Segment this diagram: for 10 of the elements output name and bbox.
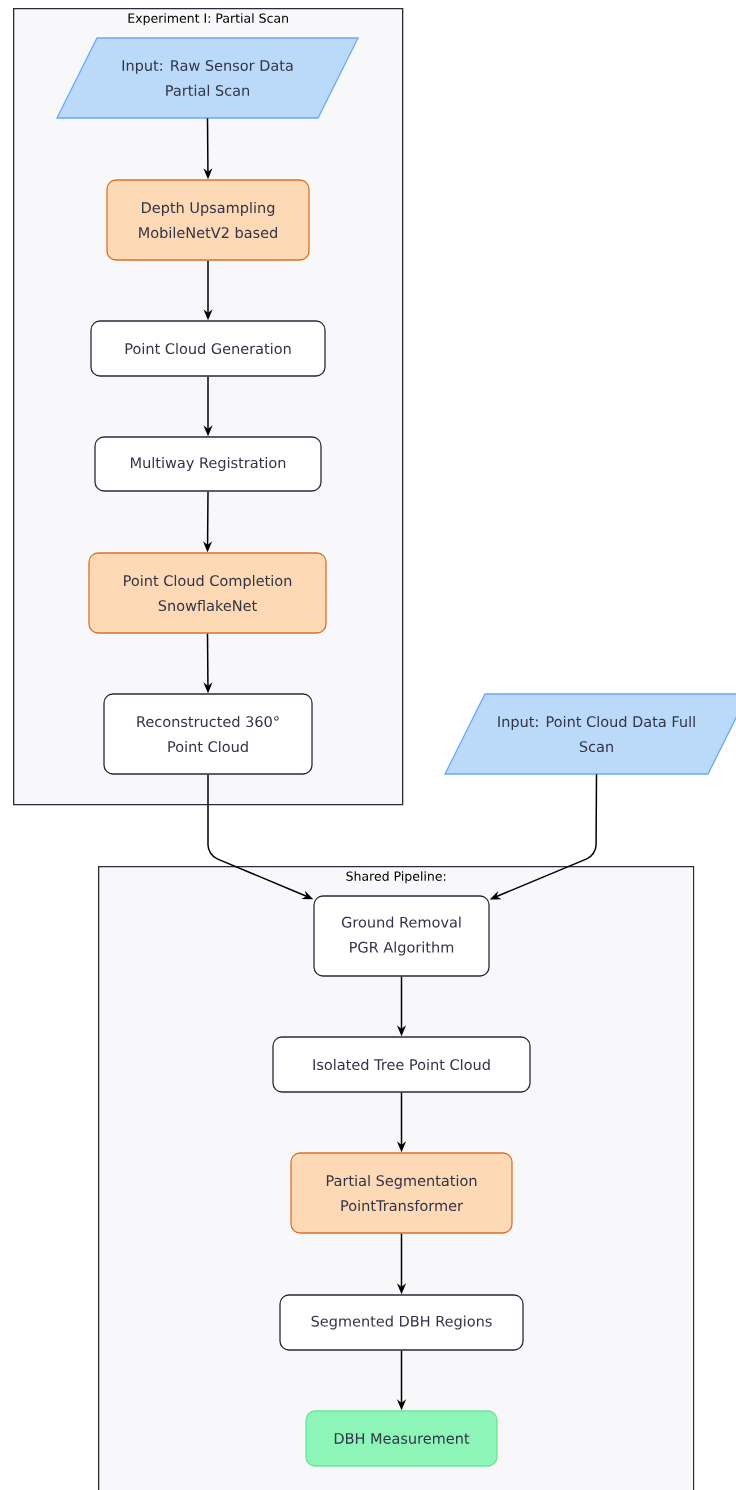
model-box: Depth Upsampling MobileNetV2 based: [106, 179, 310, 261]
process-box: Segmented DBH Regions: [279, 1294, 524, 1351]
result-box: DBH Measurement: [305, 1410, 498, 1467]
model-box: Point Cloud Completion SnowflakeNet: [88, 552, 327, 634]
process-box: Isolated Tree Point Cloud: [272, 1036, 531, 1093]
model-box: Partial Segmentation PointTransformer: [290, 1152, 513, 1234]
process-box: Point Cloud Generation: [90, 320, 326, 377]
process-box: Reconstructed 360° Point Cloud: [103, 693, 313, 775]
process-box: Multiway Registration: [94, 436, 322, 492]
process-box: Ground Removal PGR Algorithm: [313, 895, 490, 977]
